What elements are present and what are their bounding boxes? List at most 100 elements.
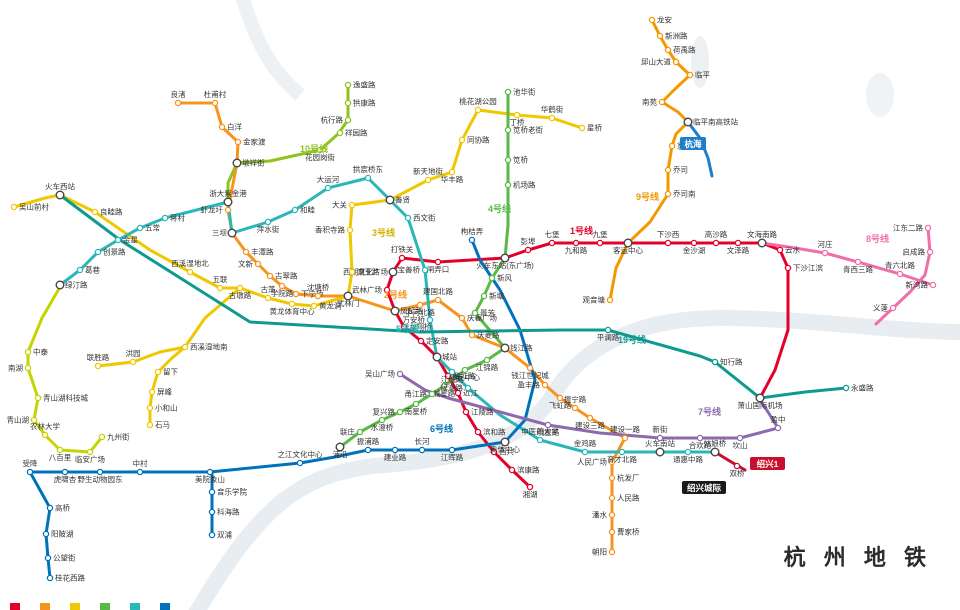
station-高桥[interactable] (46, 504, 54, 512)
station-火车南站[interactable] (655, 447, 665, 457)
station-乔司南[interactable] (664, 190, 672, 198)
station-新天地街[interactable] (424, 176, 432, 184)
station-城站[interactable] (432, 352, 442, 362)
station-庆菱路[interactable] (468, 331, 476, 339)
station-水澄桥[interactable] (378, 416, 386, 424)
station-中村[interactable] (136, 468, 144, 476)
station-建国北路[interactable] (434, 296, 442, 304)
station-华丰路[interactable] (448, 168, 456, 176)
station-文新[interactable] (254, 260, 262, 268)
station-金鸡路[interactable] (581, 448, 589, 456)
station-蒋村[interactable] (161, 214, 169, 222)
station-学院路[interactable] (278, 282, 286, 290)
station-留下[interactable] (154, 368, 162, 376)
station-虾龙圩[interactable] (224, 206, 232, 214)
station-受降[interactable] (26, 468, 34, 476)
station-甬江路[interactable] (428, 390, 436, 398)
station-江城路[interactable] (448, 368, 456, 376)
station-黄龙洞[interactable] (310, 302, 318, 310)
station-杭行路[interactable] (344, 116, 352, 124)
station-双浦[interactable] (208, 531, 216, 539)
station-花园岗街[interactable] (316, 146, 324, 154)
station-青六北路[interactable] (896, 270, 904, 278)
station-育才北路[interactable] (618, 448, 626, 456)
station-武林广场[interactable] (383, 286, 391, 294)
station-南星桥[interactable] (412, 400, 420, 408)
station-滨康路[interactable] (508, 466, 516, 474)
station-九州街[interactable] (98, 433, 106, 441)
station-良渚[interactable] (174, 99, 182, 107)
station-善贤[interactable] (385, 195, 395, 205)
station-同协路[interactable] (458, 136, 466, 144)
station-滨和路[interactable] (474, 428, 482, 436)
station-曹家桥[interactable] (608, 528, 616, 536)
station-西溪湿地北[interactable] (186, 268, 194, 276)
station-下沙西[interactable] (664, 239, 672, 247)
station-祥园路[interactable] (336, 129, 344, 137)
station-九和路[interactable] (572, 239, 580, 247)
station-金沙湖[interactable] (690, 239, 698, 247)
station-下沙江滨[interactable] (784, 264, 792, 272)
station-绿汀路[interactable] (55, 280, 65, 290)
station-白洋[interactable] (218, 123, 226, 131)
station-墩祥街[interactable] (232, 158, 242, 168)
station-香积寺路[interactable] (346, 226, 354, 234)
station-大运河[interactable] (324, 184, 332, 192)
station-新街[interactable] (656, 434, 664, 442)
station-石马[interactable] (146, 421, 154, 429)
station-义蓬[interactable] (889, 304, 897, 312)
station-浙大紫金港[interactable] (223, 197, 233, 207)
station-坎山[interactable] (736, 434, 744, 442)
station-武林门[interactable] (343, 291, 353, 301)
station-洪园[interactable] (129, 358, 137, 366)
station-飞虹路[interactable] (556, 394, 564, 402)
station-火车西站[interactable] (55, 190, 65, 200)
station-新湾路[interactable] (929, 281, 937, 289)
station-奥体中心[interactable] (500, 437, 510, 447)
station-振浦路[interactable] (364, 446, 372, 454)
station-金家渡[interactable] (234, 138, 242, 146)
station-近江[interactable] (454, 389, 462, 397)
station-屏峰[interactable] (148, 388, 156, 396)
station-沈塘桥[interactable] (314, 292, 322, 300)
station-龙安[interactable] (648, 16, 656, 24)
station-西湖文化广场[interactable] (388, 267, 398, 277)
station-音乐学院[interactable] (208, 488, 216, 496)
station-城星路[interactable] (440, 382, 448, 390)
station-凤起路[interactable] (390, 306, 400, 316)
station-合欢路[interactable] (696, 434, 704, 442)
station-九堡[interactable] (596, 239, 604, 247)
station-钱江世纪城[interactable] (526, 364, 534, 372)
station-杜甫村[interactable] (211, 99, 219, 107)
station-西溪湿地南[interactable] (181, 343, 189, 351)
station-火车东站(东广场)[interactable] (500, 253, 510, 263)
station-长河[interactable] (418, 446, 426, 454)
station-彭埠[interactable] (524, 246, 532, 254)
station-联庄[interactable] (356, 428, 364, 436)
station-丁桥[interactable] (513, 111, 521, 119)
station-小和山[interactable] (146, 404, 154, 412)
station-乔司[interactable] (664, 166, 672, 174)
station-池华街[interactable] (504, 88, 512, 96)
station-古墩路[interactable] (236, 284, 244, 292)
station-江陵路[interactable] (462, 408, 470, 416)
station-青西三路[interactable] (854, 258, 862, 266)
station-临平南高铁站[interactable] (683, 117, 693, 127)
station-下宁桥[interactable] (292, 290, 300, 298)
station-美院象山[interactable] (206, 468, 214, 476)
station-五联[interactable] (216, 284, 224, 292)
station-葛巷[interactable] (76, 266, 84, 274)
station-振宁路[interactable] (571, 404, 579, 412)
station-宝善桥[interactable] (421, 266, 429, 274)
station-打铁关[interactable] (398, 254, 406, 262)
station-桃花湖公园[interactable] (474, 106, 482, 114)
station-拱康路[interactable] (344, 99, 352, 107)
station-明星路[interactable] (544, 421, 552, 429)
station-野生动物园东[interactable] (96, 468, 104, 476)
station-平澜路[interactable] (604, 326, 612, 334)
station-建业路[interactable] (391, 446, 399, 454)
station-公望街[interactable] (44, 554, 52, 562)
station-浦沿[interactable] (335, 442, 345, 452)
station-五常[interactable] (136, 224, 144, 232)
station-南湖[interactable] (24, 364, 32, 372)
